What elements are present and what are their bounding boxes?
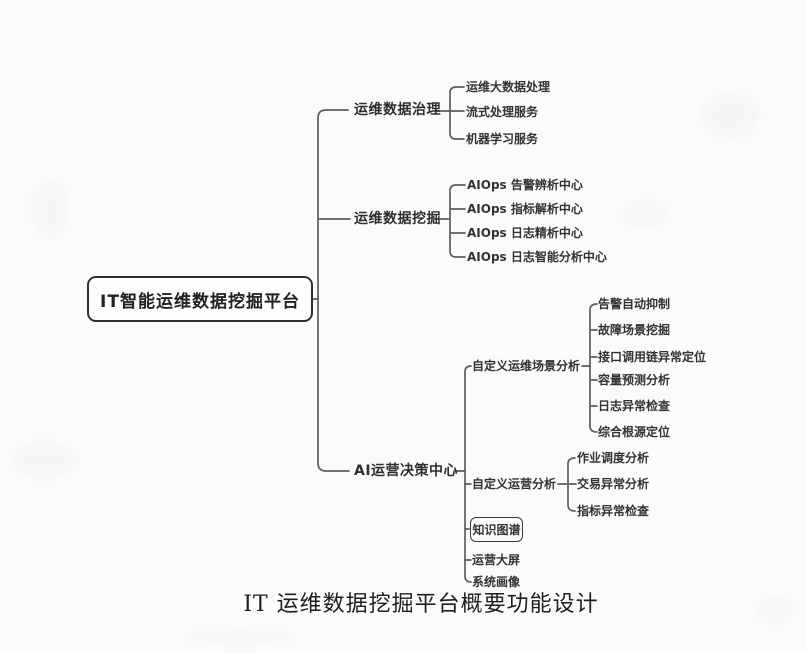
branch-ai-operation-decision-center: AI运营决策中心 — [354, 463, 459, 479]
node-operation-dashboard: 运营大屏 — [472, 553, 521, 567]
node-aiops-log-analysis-center: AIOps 日志精析中心 — [467, 226, 583, 240]
node-alarm-auto-suppression: 告警自动抑制 — [598, 297, 671, 311]
scan-smudge — [755, 595, 795, 625]
node-machine-learning-service: 机器学习服务 — [466, 132, 539, 146]
node-aiops-log-intelligent-analysis-center: AIOps 日志智能分析中心 — [467, 250, 607, 264]
node-aiops-alarm-analysis-center: AIOps 告警辨析中心 — [467, 178, 583, 192]
node-knowledge-graph: 知识图谱 — [470, 517, 523, 542]
scan-smudge — [180, 630, 300, 646]
node-custom-operation-analysis: 自定义运营分析 — [472, 477, 557, 491]
node-custom-ops-scenario-analysis: 自定义运维场景分析 — [472, 359, 581, 373]
node-aiops-metric-analysis-center: AIOps 指标解析中心 — [467, 202, 583, 216]
scan-smudge — [700, 90, 760, 140]
node-fault-scenario-mining: 故障场景挖掘 — [598, 323, 671, 337]
scan-smudge — [30, 180, 70, 240]
node-log-anomaly-check: 日志异常检查 — [598, 399, 671, 413]
node-capacity-forecast-analysis: 容量预测分析 — [598, 373, 671, 387]
scan-smudge — [620, 200, 670, 230]
branch-ops-data-governance: 运维数据治理 — [354, 102, 441, 118]
node-api-call-chain-anomaly-location: 接口调用链异常定位 — [598, 350, 707, 364]
root-node-label: IT智能运维数据挖掘平台 — [100, 291, 300, 312]
knowledge-graph-label: 知识图谱 — [472, 523, 521, 537]
root-node: IT智能运维数据挖掘平台 — [87, 276, 313, 322]
caption: IT 运维数据挖掘平台概要功能设计 — [243, 592, 599, 617]
node-transaction-anomaly-analysis: 交易异常分析 — [577, 477, 650, 491]
node-metric-anomaly-check: 指标异常检查 — [577, 504, 650, 518]
node-system-profile: 系统画像 — [472, 575, 521, 589]
node-stream-processing-service: 流式处理服务 — [466, 105, 539, 119]
scan-smudge — [10, 440, 80, 480]
node-bigdata-processing: 运维大数据处理 — [466, 80, 551, 94]
node-job-scheduling-analysis: 作业调度分析 — [577, 451, 650, 465]
branch-ops-data-mining: 运维数据挖掘 — [354, 211, 441, 227]
node-comprehensive-root-cause-location: 综合根源定位 — [598, 425, 671, 439]
